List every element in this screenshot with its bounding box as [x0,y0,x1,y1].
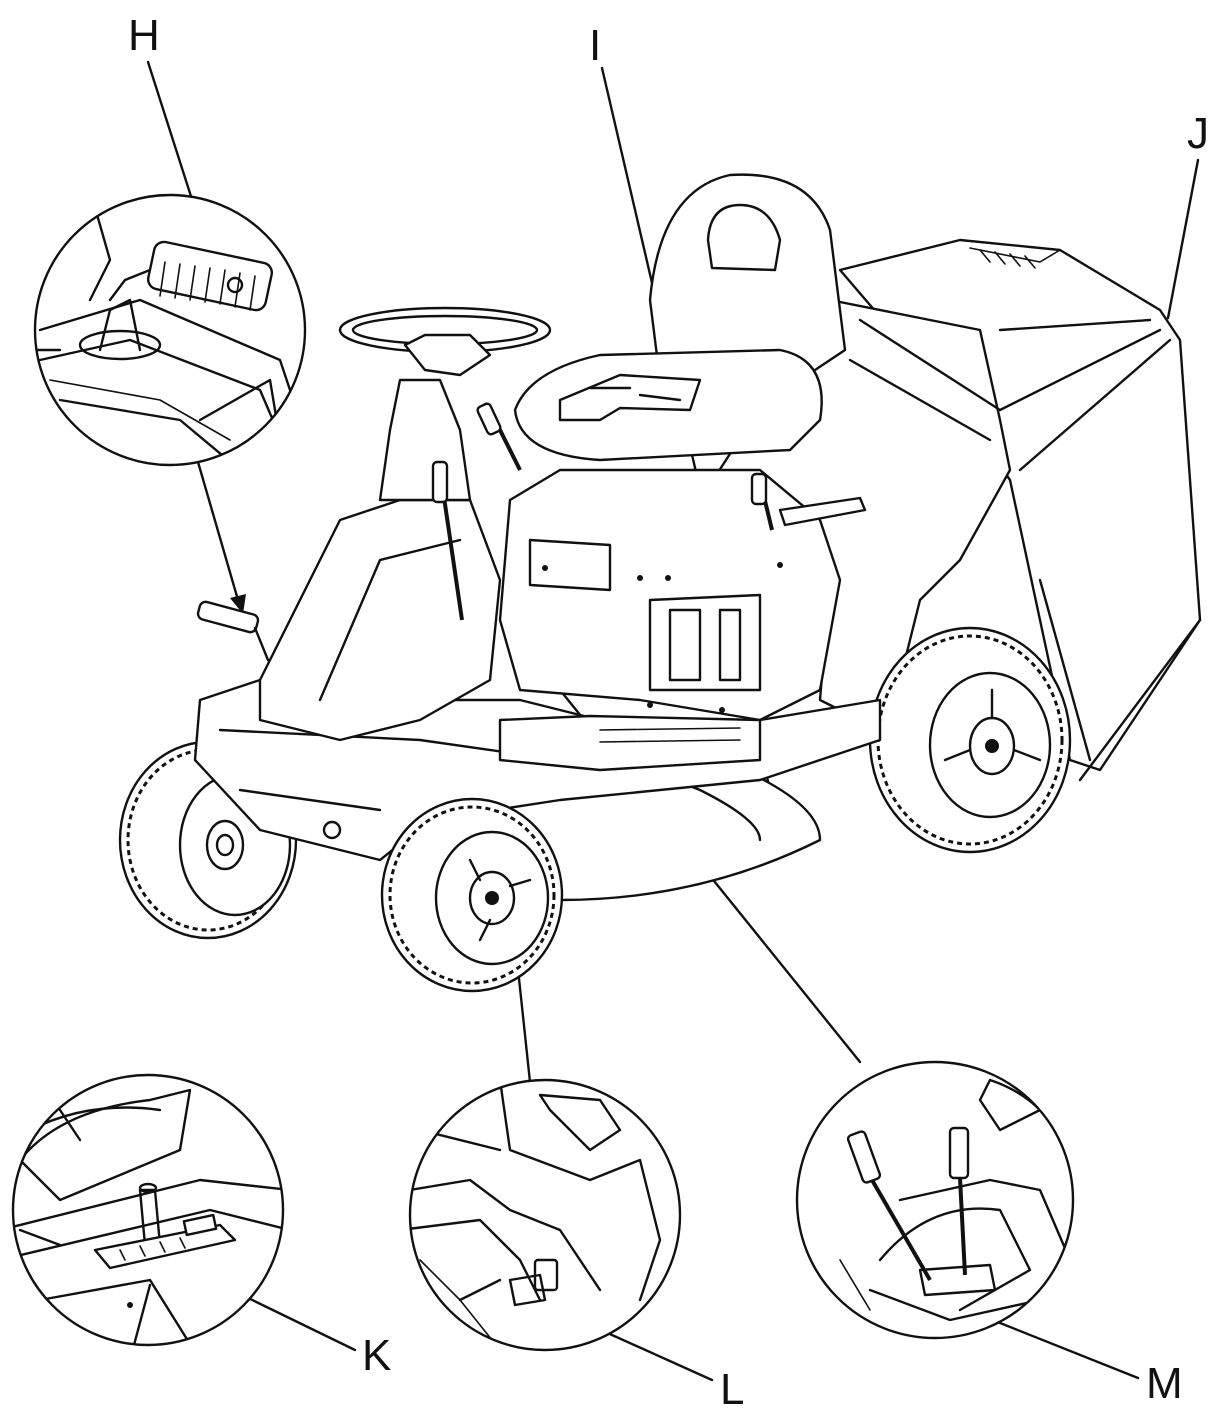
leader-m [978,1313,1140,1380]
steering-column [378,378,472,502]
detail-circle-m [795,1060,1075,1340]
label-h: H [128,11,160,60]
detail-circle-l [408,1078,682,1352]
label-i: I [589,21,601,70]
detail-circle-k [11,1073,285,1347]
leader-j [1166,158,1200,320]
front-right-wheel [380,797,564,993]
label-l: L [720,1365,744,1414]
label-m: M [1146,1359,1183,1408]
lawn-tractor [118,173,1202,993]
throttle-pedal [196,600,260,634]
arrowhead-h [230,594,246,614]
connector-h-arrow [196,460,240,602]
seat-cushion [513,348,823,462]
label-k: K [362,1331,391,1380]
rear-wheel [868,626,1072,854]
detail-circle-h [33,193,307,467]
seat-back [648,173,847,402]
label-j: J [1187,109,1209,158]
hood [258,498,502,742]
center-body [498,468,842,722]
foot-platform [498,714,762,772]
